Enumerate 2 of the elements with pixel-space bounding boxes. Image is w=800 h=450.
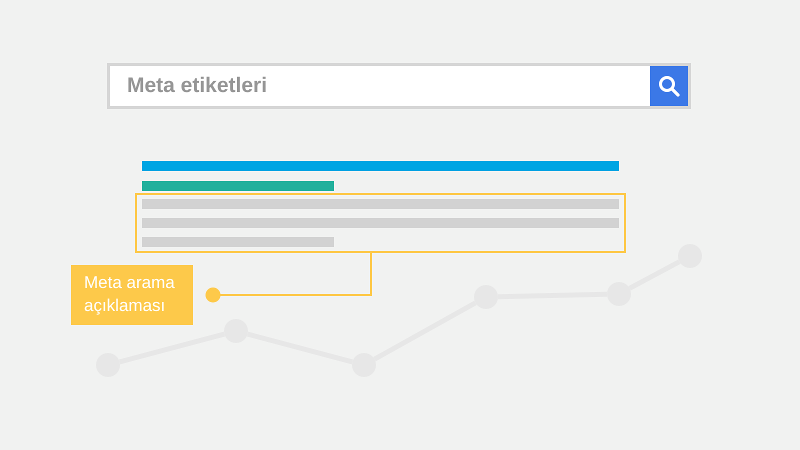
callout-label: Meta arama açıklaması [71, 265, 193, 325]
highlight-frame [135, 193, 626, 253]
